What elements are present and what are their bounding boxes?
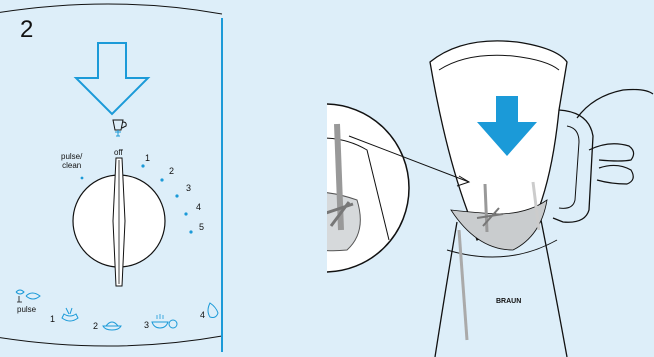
down-arrow-icon — [76, 43, 148, 114]
jug-handle — [553, 110, 593, 222]
speed-3-icon — [152, 314, 177, 328]
setting-label-4: 4 — [196, 202, 201, 212]
legend-speed-1: 1 — [50, 314, 55, 324]
blender-illustration — [327, 0, 654, 357]
dial-panel-drawing — [0, 0, 327, 357]
legend-speed-3: 3 — [144, 320, 149, 330]
setting-dot-4 — [184, 212, 187, 215]
panel-divider — [221, 18, 223, 352]
setting-label-1: 1 — [145, 153, 150, 163]
step-number: 2 — [20, 18, 33, 42]
setting-label-3: 3 — [186, 183, 191, 193]
pulse-icon — [16, 290, 40, 302]
top-arc — [0, 4, 222, 14]
legend-speed-4: 4 — [200, 310, 205, 320]
legend-speed-2: 2 — [93, 321, 98, 331]
setting-label-5: 5 — [199, 222, 204, 232]
speed-2-icon — [103, 322, 121, 330]
legend-pulse-label: pulse — [17, 305, 36, 314]
hand — [577, 90, 653, 119]
dial-panel: 2 pulse/ clean off 1 2 3 4 5 pulse 1 2 3… — [0, 0, 327, 357]
dial-label-pulse-clean: pulse/ clean — [61, 152, 82, 170]
bottom-arc — [0, 336, 222, 346]
setting-dot-1 — [141, 164, 144, 167]
blender-panel: BRAUN — [327, 0, 654, 357]
speed-1-icon — [62, 308, 78, 321]
speed-4-icon — [208, 303, 218, 318]
dial-label-off: off — [114, 148, 123, 157]
brand-label: BRAUN — [496, 297, 521, 306]
blender-icon — [113, 120, 126, 136]
setting-label-2: 2 — [169, 166, 174, 176]
setting-dot-5 — [189, 230, 192, 233]
setting-dot-2 — [160, 178, 163, 181]
pulse-dot — [81, 177, 84, 180]
setting-dot-3 — [175, 194, 178, 197]
